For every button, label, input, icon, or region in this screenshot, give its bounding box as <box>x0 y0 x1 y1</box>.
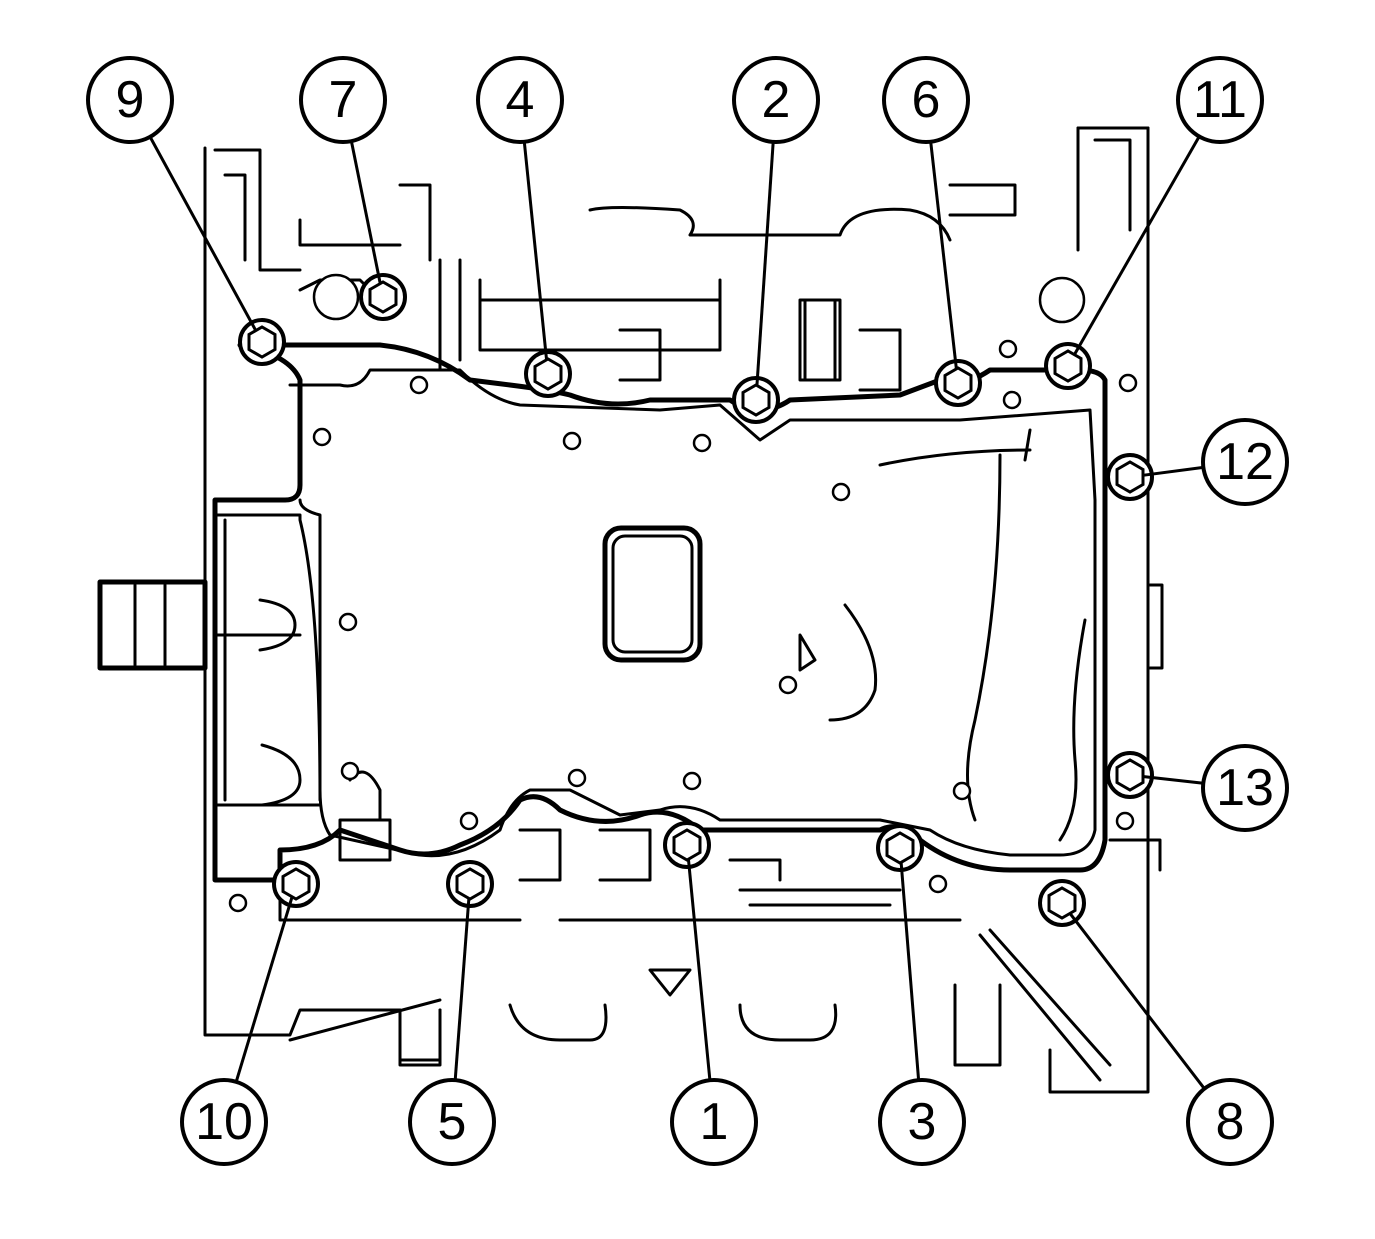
bolt-7-head <box>368 280 398 314</box>
callout-11: 11 <box>1176 56 1264 144</box>
callout-8-label: 8 <box>1216 1093 1245 1151</box>
callout-2-label: 2 <box>762 71 791 129</box>
engine-block <box>97 126 1164 1094</box>
leader-line-7 <box>349 140 382 284</box>
leader-line-3 <box>899 861 921 1081</box>
callout-10: 10 <box>180 1078 268 1166</box>
bolt-11-head <box>1053 349 1083 383</box>
callout-11-label: 11 <box>1193 71 1247 129</box>
callout-3-label: 3 <box>908 1093 937 1151</box>
bolt-2-head <box>741 383 771 417</box>
leader-line-9 <box>148 136 257 331</box>
callout-1: 1 <box>670 1078 758 1166</box>
callout-10-label: 10 <box>195 1093 253 1151</box>
callout-9-label: 9 <box>116 71 145 129</box>
callout-5: 5 <box>408 1078 496 1166</box>
bolt-6-head <box>943 366 973 400</box>
callout-2: 2 <box>732 56 820 144</box>
leader-line-8 <box>1069 913 1206 1090</box>
bolt-8-head <box>1047 886 1077 920</box>
oil-pan <box>212 258 1108 922</box>
callout-4: 4 <box>476 56 564 144</box>
callout-6-label: 6 <box>912 71 941 129</box>
leader-line-6 <box>929 141 958 370</box>
callout-13: 13 <box>1201 744 1289 832</box>
callout-9: 9 <box>86 56 174 144</box>
bolt-10-head <box>281 867 311 901</box>
bolt-5-head <box>455 867 485 901</box>
leader-line-4 <box>522 141 549 361</box>
leader-line-2 <box>755 141 775 387</box>
leader-line-5 <box>453 897 471 1081</box>
bolt-heads <box>238 273 1154 927</box>
bolt-9-head <box>247 325 277 359</box>
bolt-4-head <box>533 357 563 391</box>
callout-6: 6 <box>882 56 970 144</box>
bolt-13-head <box>1115 758 1145 792</box>
bolt-1-head <box>672 828 702 862</box>
leader-line-13 <box>1143 775 1204 785</box>
callout-7-label: 7 <box>329 71 358 129</box>
callout-5-label: 5 <box>438 1093 467 1151</box>
callout-4-label: 4 <box>506 71 535 129</box>
boss-holes <box>228 273 1138 913</box>
leader-line-12 <box>1143 465 1204 477</box>
leader-line-1 <box>686 858 712 1081</box>
callout-8: 8 <box>1186 1078 1274 1166</box>
bolt-3-head <box>885 831 915 865</box>
callout-12-label: 12 <box>1216 433 1274 491</box>
callout-12: 12 <box>1201 418 1289 506</box>
leader-line-11 <box>1073 135 1201 355</box>
callout-1-label: 1 <box>700 1093 729 1151</box>
callouts: 9 7 4 2 6 11 12 13 <box>86 56 1289 1166</box>
callout-13-label: 13 <box>1216 759 1274 817</box>
leader-line-10 <box>234 896 294 1083</box>
leader-lines <box>148 135 1206 1090</box>
bolt-12-head <box>1115 460 1145 494</box>
callout-7: 7 <box>299 56 387 144</box>
callout-3: 3 <box>878 1078 966 1166</box>
